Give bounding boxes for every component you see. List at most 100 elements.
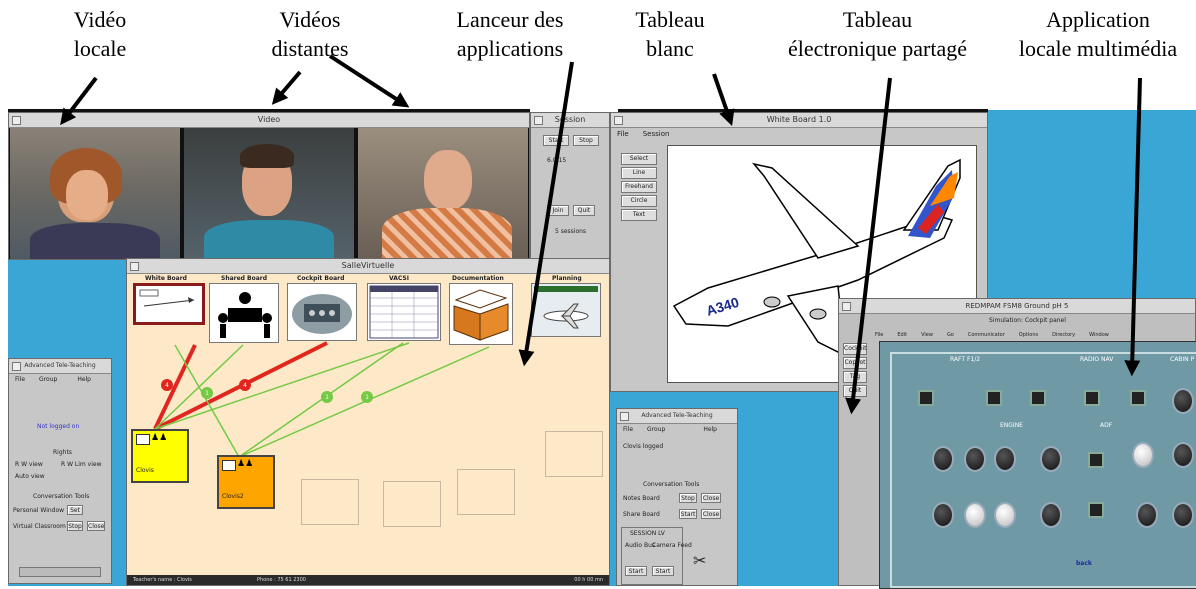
window-menu-icon[interactable] bbox=[620, 412, 629, 421]
share-board-close-button[interactable]: Close bbox=[701, 509, 721, 519]
menu-item[interactable]: Options bbox=[1018, 332, 1039, 338]
camera-start-button[interactable]: Start bbox=[652, 566, 674, 576]
link-green-1 bbox=[154, 344, 244, 430]
session-start-button[interactable]: Start bbox=[543, 135, 569, 146]
menu-session[interactable]: Session bbox=[642, 130, 670, 138]
app-icon-documentation[interactable] bbox=[449, 283, 513, 345]
panel-switch[interactable] bbox=[918, 390, 934, 406]
empty-slot[interactable] bbox=[545, 431, 603, 477]
rights-option[interactable]: R W view bbox=[15, 461, 43, 468]
link-badge[interactable] bbox=[239, 379, 251, 391]
app-icon-shared-board[interactable] bbox=[209, 283, 279, 343]
tool-text-button[interactable]: Text bbox=[621, 209, 657, 221]
audio-start-button[interactable]: Start bbox=[625, 566, 647, 576]
window-title: Session bbox=[554, 115, 586, 124]
window-menu-icon[interactable] bbox=[130, 262, 139, 271]
app-icon-white-board[interactable] bbox=[133, 283, 205, 325]
side-tag-button[interactable]: Tag bbox=[843, 371, 867, 383]
panel-switch[interactable] bbox=[1084, 390, 1100, 406]
advanced-left-scrollbar[interactable] bbox=[19, 567, 101, 577]
rights-option[interactable]: Auto view bbox=[15, 473, 45, 480]
panel-knob[interactable] bbox=[932, 446, 954, 472]
plane-livery bbox=[908, 170, 954, 238]
menu-group[interactable]: Group bbox=[647, 426, 666, 433]
virtual-classroom-close-button[interactable]: Close bbox=[87, 521, 105, 531]
panel-knob[interactable] bbox=[964, 502, 986, 528]
notes-board-stop-button[interactable]: Stop bbox=[679, 493, 697, 503]
link-badge[interactable] bbox=[201, 387, 213, 399]
personal-window-label: Personal Window bbox=[13, 507, 65, 514]
rights-option[interactable]: R W Lim view bbox=[61, 461, 102, 468]
remote-video-feed-1 bbox=[184, 128, 354, 259]
empty-slot[interactable] bbox=[301, 479, 359, 525]
menu-file[interactable]: File bbox=[15, 376, 26, 383]
window-title: Video bbox=[257, 115, 281, 124]
panel-switch[interactable] bbox=[986, 390, 1002, 406]
app-icon-cockpit-board[interactable] bbox=[287, 283, 357, 341]
menu-help[interactable]: Help bbox=[703, 426, 717, 433]
panel-knob[interactable] bbox=[1040, 446, 1062, 472]
window-menu-icon[interactable] bbox=[12, 116, 21, 125]
panel-knob[interactable] bbox=[964, 446, 986, 472]
panel-knob[interactable] bbox=[1172, 502, 1194, 528]
side-quit-button[interactable]: Quit bbox=[843, 385, 867, 397]
menu-help[interactable]: Help bbox=[77, 376, 91, 383]
link-badge[interactable] bbox=[321, 391, 333, 403]
panel-knob[interactable] bbox=[1172, 388, 1194, 414]
panel-knob[interactable] bbox=[932, 502, 954, 528]
menu-file[interactable]: File bbox=[623, 426, 634, 433]
tool-select-button[interactable]: Select bbox=[621, 153, 657, 165]
panel-switch[interactable] bbox=[1130, 390, 1146, 406]
link-badge[interactable] bbox=[361, 391, 373, 403]
panel-switch[interactable] bbox=[1088, 452, 1104, 468]
menu-item[interactable]: Edit bbox=[897, 332, 908, 338]
node-clovis2[interactable]: ♟♟ Clovis2 bbox=[217, 455, 275, 509]
window-menu-icon[interactable] bbox=[614, 116, 623, 125]
panel-knob[interactable] bbox=[994, 502, 1016, 528]
window-menu-icon[interactable] bbox=[534, 116, 543, 125]
app-icon-vacsi[interactable] bbox=[367, 283, 441, 341]
panel-switch[interactable] bbox=[1030, 390, 1046, 406]
window-menu-icon[interactable] bbox=[12, 362, 21, 371]
menu-item[interactable]: View bbox=[921, 332, 933, 338]
session-stop-button[interactable]: Stop bbox=[573, 135, 599, 146]
app-icon-planning[interactable] bbox=[531, 283, 601, 337]
session-quit-button[interactable]: Quit bbox=[573, 205, 595, 216]
tool-freehand-button[interactable]: Freehand bbox=[621, 181, 657, 193]
window-title: White Board 1.0 bbox=[766, 115, 832, 124]
tool-circle-button[interactable]: Circle bbox=[621, 195, 657, 207]
panel-knob[interactable] bbox=[1132, 442, 1154, 468]
panel-switch[interactable] bbox=[1088, 502, 1104, 518]
personal-window-set-button[interactable]: Set bbox=[67, 505, 83, 515]
panel-knob[interactable] bbox=[1136, 502, 1158, 528]
cockpit-subtitle: Simulation: Cockpit panel bbox=[989, 317, 1066, 324]
node-clovis[interactable]: ♟♟ Clovis bbox=[131, 429, 189, 483]
cockpit-menu: File Edit View Go Communicator Options Directo… bbox=[869, 329, 1195, 341]
tool-line-button[interactable]: Line bbox=[621, 167, 657, 179]
empty-slot[interactable] bbox=[457, 469, 515, 515]
side-copilot-button[interactable]: Copilot bbox=[843, 357, 867, 369]
menu-item[interactable]: Window bbox=[1089, 332, 1109, 338]
side-cockpit-button[interactable]: Cockpit bbox=[843, 343, 867, 355]
menu-group[interactable]: Group bbox=[39, 376, 58, 383]
session-join-button[interactable]: Join bbox=[547, 205, 569, 216]
panel-knob[interactable] bbox=[1040, 502, 1062, 528]
cockpit-panel[interactable]: RAFT F1/2 RADIO NAV CABIN P ENGINE ADF b… bbox=[879, 341, 1196, 589]
menu-item[interactable]: File bbox=[875, 332, 884, 338]
menu-file[interactable]: File bbox=[617, 130, 629, 138]
camera-feed-label: Camera Feed bbox=[652, 542, 692, 549]
empty-slot[interactable] bbox=[383, 481, 441, 527]
notes-board-close-button[interactable]: Close bbox=[701, 493, 721, 503]
menu-item[interactable]: Go bbox=[946, 332, 954, 338]
link-badge[interactable] bbox=[161, 379, 173, 391]
menu-item[interactable]: Directory bbox=[1052, 332, 1076, 338]
conversation-tools-heading: Conversation Tools bbox=[643, 481, 700, 488]
advanced-bottom-titlebar: Advanced Tele-Teaching bbox=[617, 409, 737, 424]
session-subpanel: SESSION LV Audio Bus Camera Feed Start S… bbox=[621, 527, 692, 585]
panel-knob[interactable] bbox=[994, 446, 1016, 472]
window-menu-icon[interactable] bbox=[842, 302, 851, 311]
panel-knob[interactable] bbox=[1172, 442, 1194, 468]
share-board-start-button[interactable]: Start bbox=[679, 509, 697, 519]
menu-item[interactable]: Communicator bbox=[967, 332, 1005, 338]
virtual-classroom-stop-button[interactable]: Stop bbox=[67, 521, 83, 531]
